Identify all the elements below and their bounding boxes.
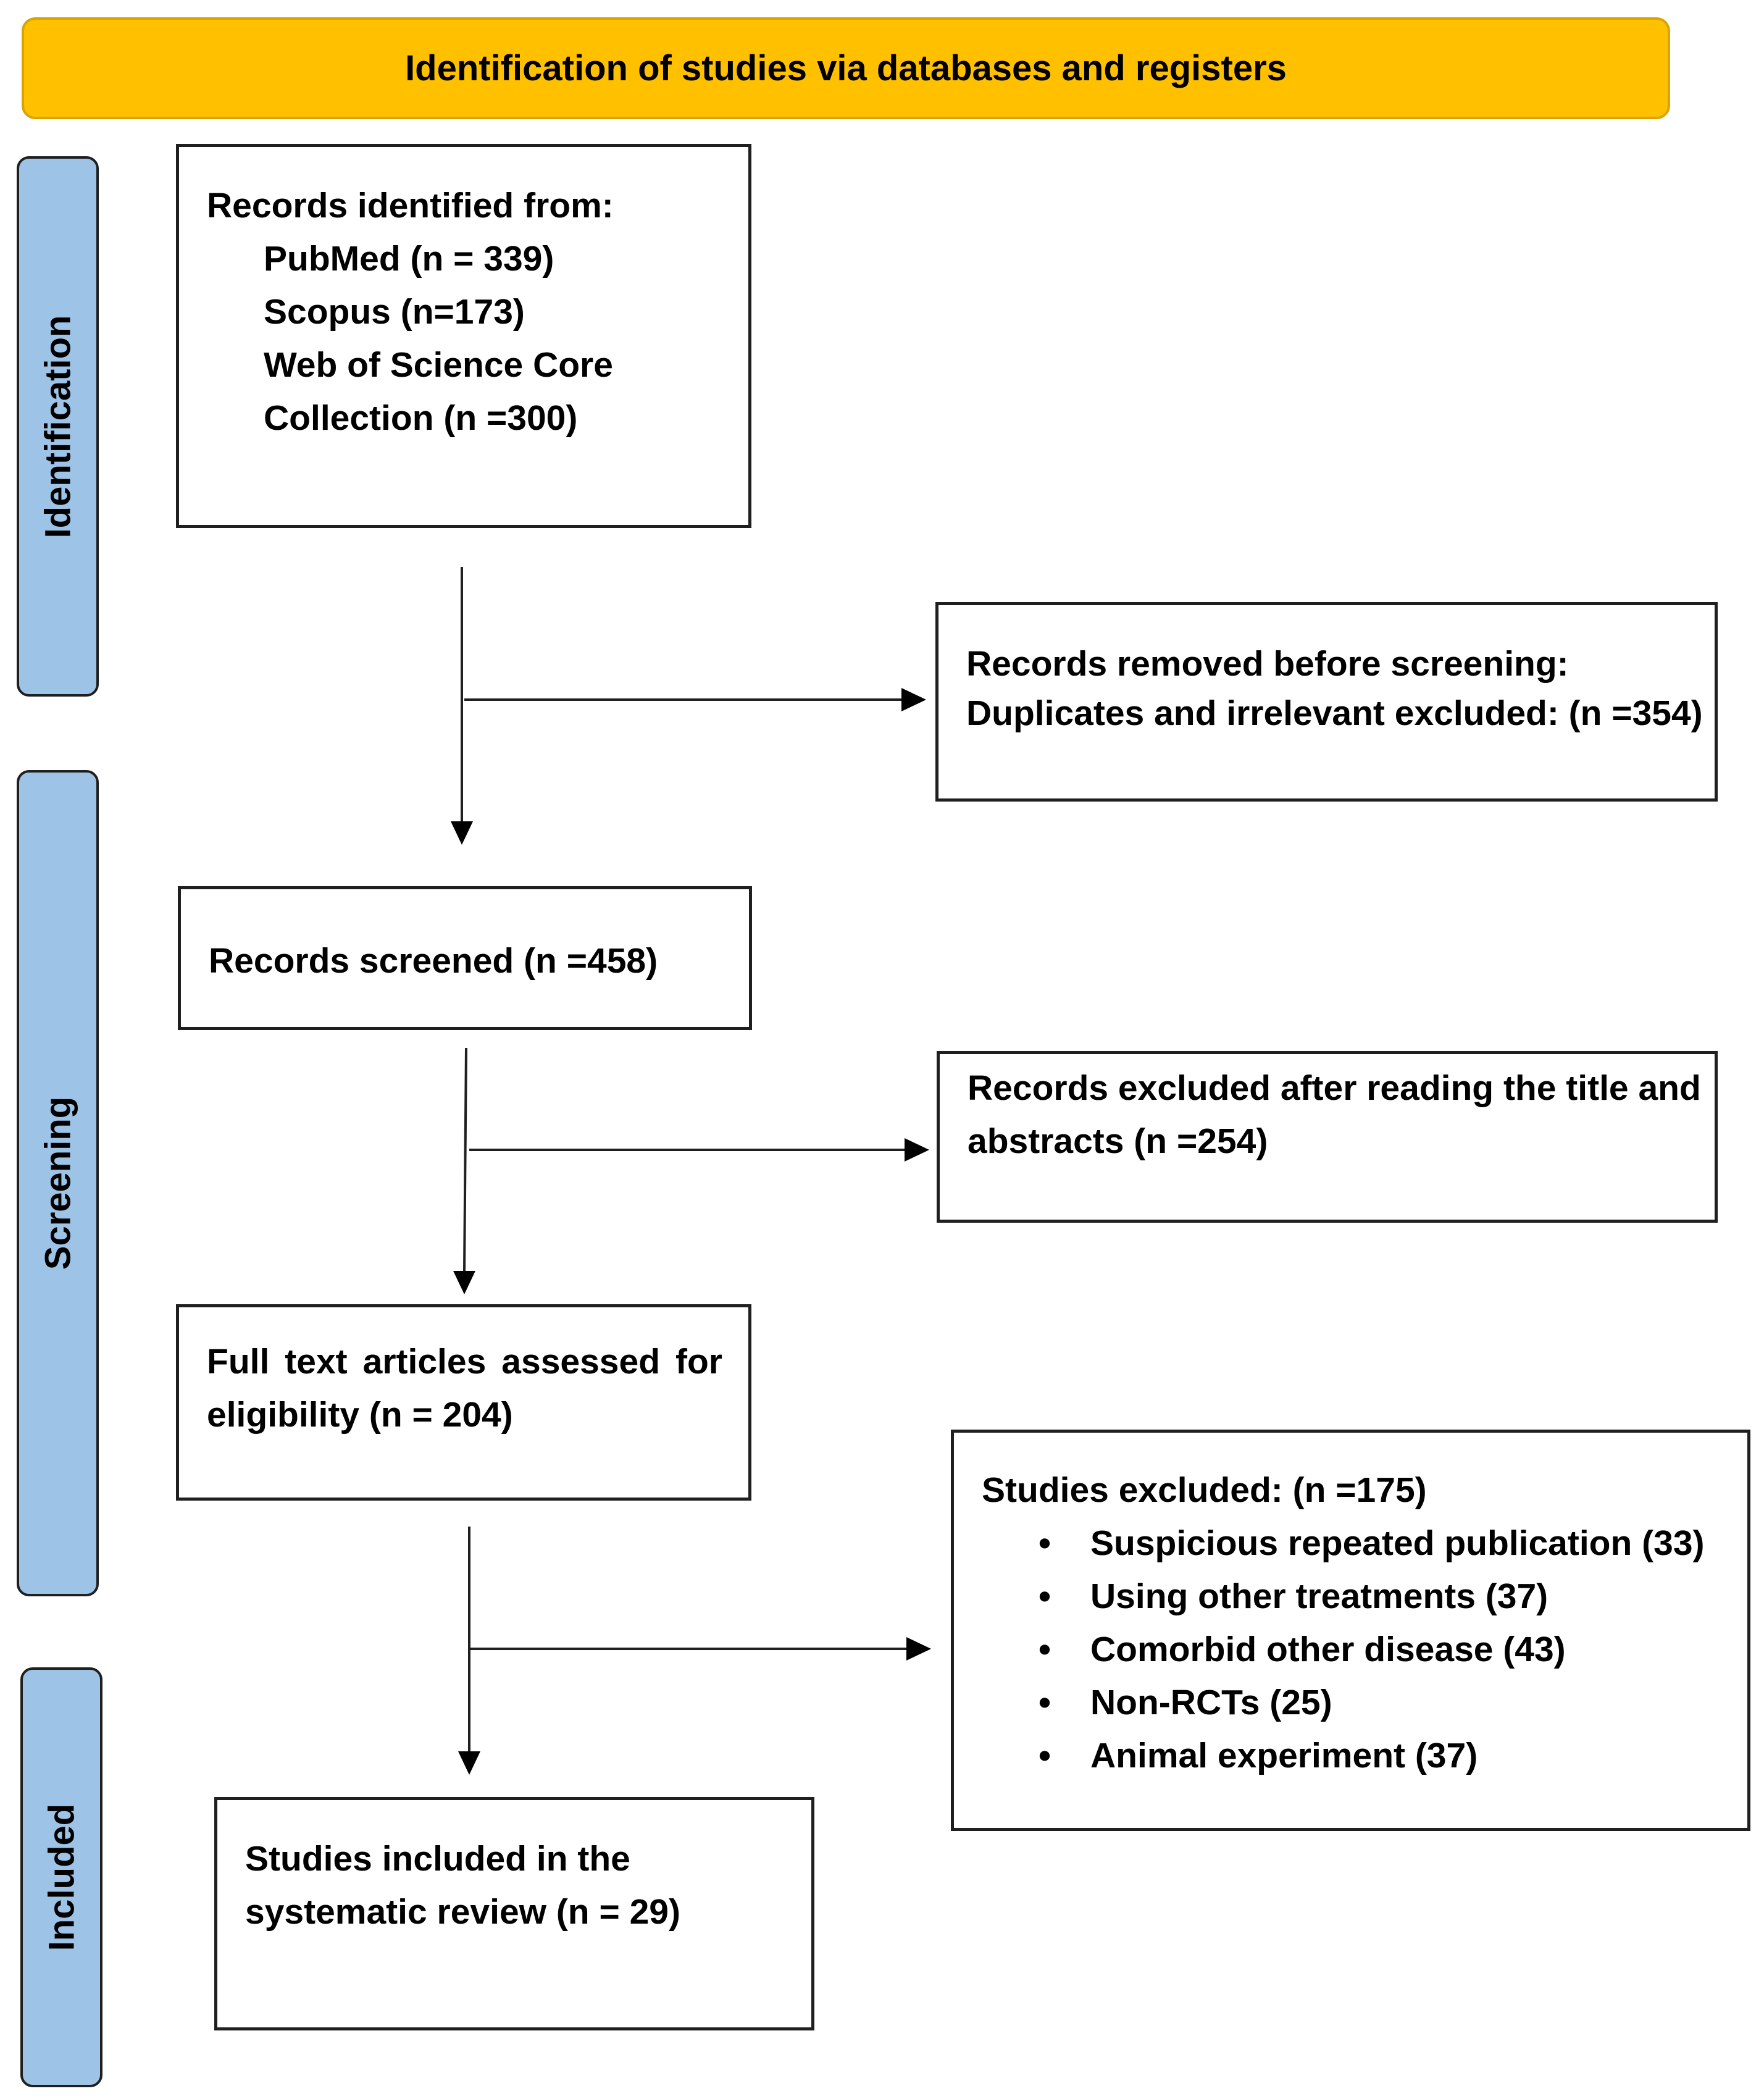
bullet-icon: • <box>1039 1683 1051 1722</box>
arrow-screened-to-fulltext <box>463 1047 467 1273</box>
header-banner: Identification of studies via databases … <box>22 17 1670 119</box>
header-title: Identification of studies via databases … <box>405 48 1287 88</box>
stage-screening: Screening <box>17 770 99 1596</box>
list-item: • Using other treatments (37) <box>982 1570 1747 1623</box>
arrowhead-down-2 <box>453 1271 475 1294</box>
bullet-icon: • <box>1039 1523 1051 1563</box>
records-removed-line2: Duplicates and irrelevant excluded: (n =… <box>966 693 1703 733</box>
source-wos-collection: Collection (n =300) <box>264 398 578 438</box>
list-item: • Animal experiment (37) <box>982 1729 1747 1782</box>
studies-included-line2: systematic review (n = 29) <box>245 1892 680 1932</box>
studies-included-box: Studies included in the systematic revie… <box>214 1797 814 2030</box>
bullet-icon: • <box>1039 1736 1051 1775</box>
full-text-box: Full text articles assessed for eligibil… <box>176 1304 751 1501</box>
list-item: • Comorbid other disease (43) <box>982 1623 1747 1676</box>
arrowhead-right-2 <box>905 1138 929 1162</box>
records-identified-box: Records identified from: PubMed (n = 339… <box>176 144 751 528</box>
arrowhead-down-3 <box>458 1751 480 1775</box>
stage-label-included: Included <box>41 1803 82 1951</box>
stage-label-identification: Identification <box>38 315 78 538</box>
list-item: • Non-RCTs (25) <box>982 1676 1747 1729</box>
stage-label-screening: Screening <box>38 1096 78 1270</box>
records-removed-line1: Records removed before screening: <box>966 644 1569 684</box>
arrowhead-right-1 <box>901 688 926 711</box>
studies-excluded-box: Studies excluded: (n =175) • Suspicious r… <box>951 1430 1750 1831</box>
exclusion-reason: Non-RCTs (25) <box>1090 1683 1332 1722</box>
exclusion-reason: Suspicious repeated publication (33) <box>1090 1523 1705 1563</box>
arrowhead-right-3 <box>906 1637 931 1661</box>
source-scopus: Scopus (n=173) <box>264 292 525 332</box>
exclusion-reason: Using other treatments (37) <box>1090 1577 1549 1616</box>
exclusion-reasons-list: • Suspicious repeated publication (33) • U… <box>982 1517 1747 1782</box>
full-text-line1: Full text articles assessed for <box>207 1342 722 1381</box>
source-wos: Web of Science Core <box>264 345 613 385</box>
stage-included: Included <box>20 1667 102 2087</box>
stage-identification: Identification <box>17 156 99 697</box>
source-pubmed: PubMed (n = 339) <box>264 239 554 279</box>
exclusion-reason: Comorbid other disease (43) <box>1090 1630 1566 1669</box>
records-screened-box: Records screened (n =458) <box>178 886 752 1030</box>
bullet-icon: • <box>1039 1577 1051 1616</box>
records-excluded-box: Records excluded after reading the title… <box>937 1051 1718 1223</box>
list-item: • Suspicious repeated publication (33) <box>982 1517 1747 1570</box>
arrowhead-down-1 <box>451 821 473 845</box>
records-excluded-line2: abstracts (n =254) <box>968 1121 1268 1161</box>
studies-excluded-heading: Studies excluded: (n =175) <box>982 1470 1427 1510</box>
records-screened-text: Records screened (n =458) <box>209 941 658 981</box>
bullet-icon: • <box>1039 1630 1051 1669</box>
records-identified-heading: Records identified from: <box>207 186 614 225</box>
records-excluded-line1: Records excluded after reading the title… <box>968 1068 1701 1108</box>
exclusion-reason: Animal experiment (37) <box>1090 1736 1478 1775</box>
records-removed-box: Records removed before screening: Duplic… <box>935 602 1718 802</box>
full-text-line2: eligibility (n = 204) <box>207 1395 513 1435</box>
studies-included-line1: Studies included in the <box>245 1839 630 1879</box>
